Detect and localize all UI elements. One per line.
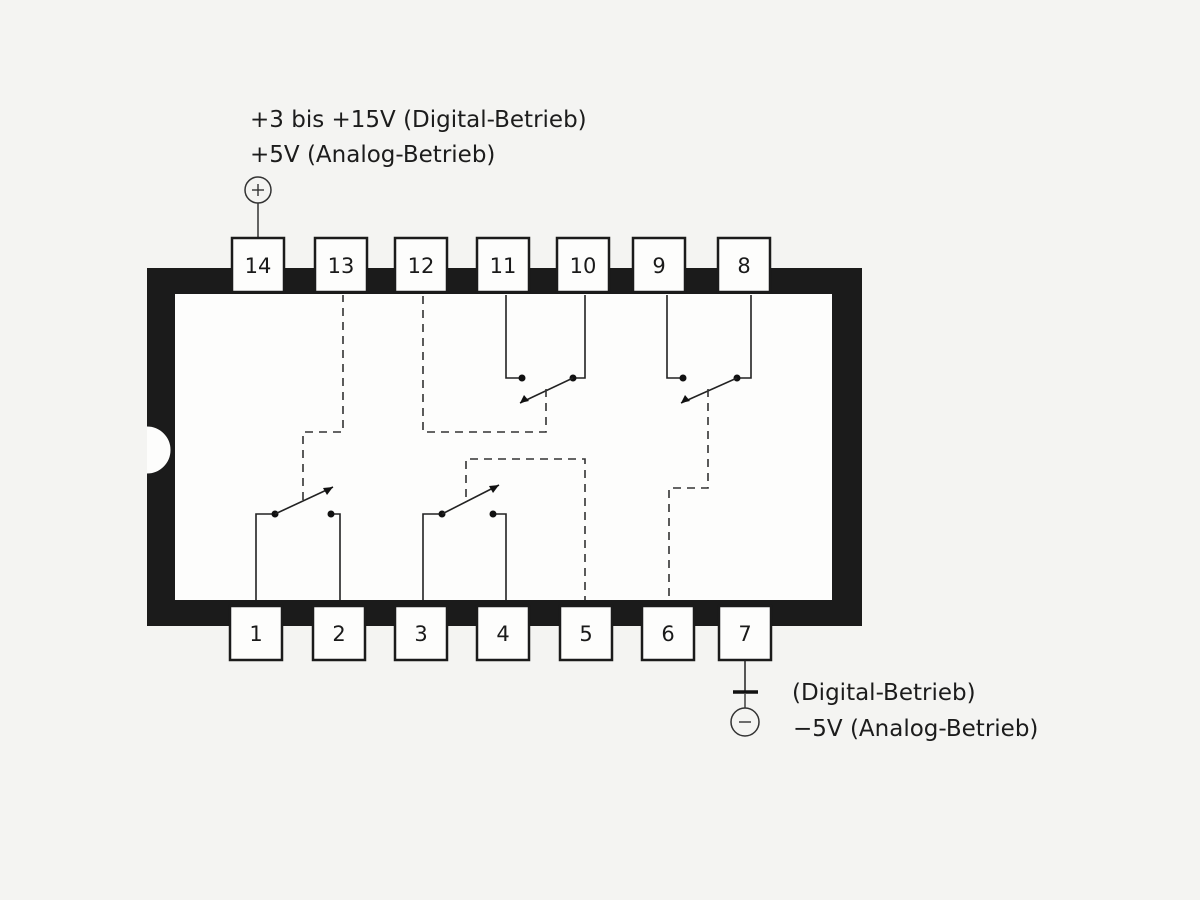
pin-number: 2 (332, 622, 345, 646)
switch-9-8 (666, 295, 752, 600)
pin-1: 1 (228, 604, 284, 662)
pin-14: 14 (230, 236, 286, 294)
pin-2: 2 (311, 604, 367, 662)
pin-13: 13 (313, 236, 369, 294)
pin-number: 6 (661, 622, 674, 646)
supply-positive-label-1: +3 bis +15V (Digital-Betrieb) (250, 107, 587, 133)
pin-5: 5 (558, 604, 614, 662)
pin-box (631, 236, 687, 294)
pin-number: 4 (496, 622, 509, 646)
minus-circle-icon (730, 694, 760, 737)
pin-number: 1 (249, 622, 262, 646)
switch-3-4 (422, 458, 586, 600)
pin-number: 5 (579, 622, 592, 646)
pin-box (228, 604, 284, 662)
pin-box (313, 236, 369, 294)
pin-9: 9 (631, 236, 687, 294)
pin-box (475, 604, 531, 662)
pin-number: 12 (408, 254, 435, 278)
pin-box (311, 604, 367, 662)
pin-box (555, 236, 611, 294)
supply-negative-label-1: (Digital-Betrieb) (792, 680, 976, 706)
switch-1-2 (255, 295, 344, 600)
pin-7: 7 (717, 604, 773, 662)
pin-10: 10 (555, 236, 611, 294)
pin-4: 4 (475, 604, 531, 662)
pin-number: 3 (414, 622, 427, 646)
pin-box (558, 604, 614, 662)
pin-number: 10 (570, 254, 597, 278)
pin-6: 6 (640, 604, 696, 662)
pin-number: 11 (490, 254, 517, 278)
pin-12: 12 (393, 236, 449, 294)
pin-3: 3 (393, 604, 449, 662)
pin-box (640, 604, 696, 662)
switch-11-10 (422, 295, 586, 433)
top-pin-row: 14 13 12 11 10 9 8 (230, 236, 772, 294)
pin-8: 8 (716, 236, 772, 294)
pin-box (230, 236, 286, 294)
pin1-notch (147, 425, 172, 475)
pin-number: 13 (328, 254, 355, 278)
pin-box (393, 236, 449, 294)
pin-number: 14 (245, 254, 272, 278)
pin-box (393, 604, 449, 662)
pin-box (475, 236, 531, 294)
ground-icon (733, 660, 758, 694)
supply-negative-label-2: −5V (Analog-Betrieb) (793, 716, 1038, 742)
pin-box (716, 236, 772, 294)
bottom-pin-row: 1 2 3 4 5 6 7 (228, 604, 773, 662)
ic-body (146, 268, 862, 626)
plus-circle-icon (244, 176, 272, 238)
pin-11: 11 (475, 236, 531, 294)
supply-positive-label-2: +5V (Analog-Betrieb) (250, 142, 495, 168)
pin-number: 8 (737, 254, 750, 278)
pin-number: 9 (652, 254, 665, 278)
pin-number: 7 (738, 622, 751, 646)
